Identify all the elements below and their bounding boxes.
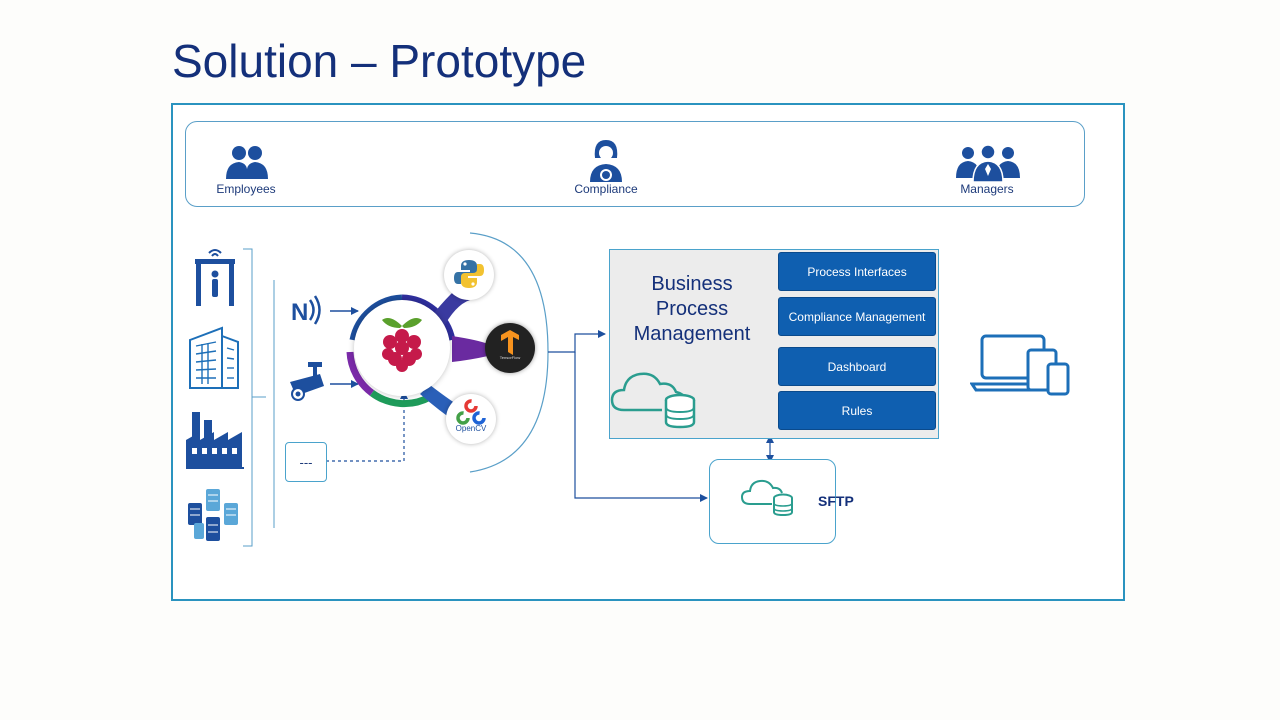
- hub-arc-purple: [346, 351, 375, 396]
- hub-arc-indigo: [401, 294, 456, 341]
- data-center-icon: [188, 489, 238, 541]
- opencv-caption: OpenCV: [455, 424, 487, 433]
- role-label-employees: Employees: [216, 182, 276, 196]
- bpm-title-line: Business: [651, 273, 733, 295]
- sources-bracket: [243, 248, 253, 547]
- sftp-label: SFTP: [818, 493, 854, 509]
- bpm-process-interfaces-button[interactable]: Process Interfaces: [778, 252, 936, 291]
- role-label-managers: Managers: [960, 182, 1014, 196]
- factory-icon: [186, 412, 244, 469]
- bpm-dashboard-button[interactable]: Dashboard: [778, 347, 936, 386]
- bpm-title-line: Management: [633, 323, 751, 345]
- laptop-tablet-phone-icon: [970, 334, 1070, 396]
- employees-group-icon: [226, 146, 268, 179]
- cctv-camera-icon: [290, 362, 324, 401]
- nfc-icon: N: [291, 295, 321, 326]
- managers-group-icon: [956, 144, 1020, 182]
- svg-text:N: N: [291, 299, 308, 326]
- compliance-officer-icon: [590, 140, 622, 182]
- other-device-arrow: [326, 391, 408, 462]
- bpm-compliance-management-button[interactable]: Compliance Management: [778, 297, 936, 336]
- security-gate-icon: [195, 249, 235, 306]
- sftp-panel: [709, 459, 836, 544]
- roles-bar: [185, 121, 1085, 207]
- other-device-box: ---: [285, 442, 327, 482]
- cloud-database-icon: [610, 372, 696, 429]
- hub-to-sftp-arrow: [574, 352, 708, 502]
- python-icon: [454, 260, 484, 288]
- slide-title: Solution – Prototype: [172, 35, 587, 87]
- tensorflow-icon: [501, 330, 519, 355]
- sftp-cloud-database-icon: [740, 479, 793, 517]
- raspberry-pi-icon: [382, 318, 422, 372]
- bpm-title-line: Process: [655, 298, 729, 320]
- bpm-rules-button[interactable]: Rules: [778, 391, 936, 430]
- hub-petal-tensorflow: [452, 336, 488, 362]
- office-building-icon: [189, 326, 239, 389]
- hub-to-bpm-arrow: [548, 330, 606, 353]
- opencv-icon: [456, 399, 486, 425]
- hub-arc-green: [369, 390, 432, 408]
- bpm-title: Business Process Management: [614, 272, 770, 347]
- tensorflow-caption: TensorFlow: [499, 355, 521, 360]
- role-label-compliance: Compliance: [574, 182, 638, 196]
